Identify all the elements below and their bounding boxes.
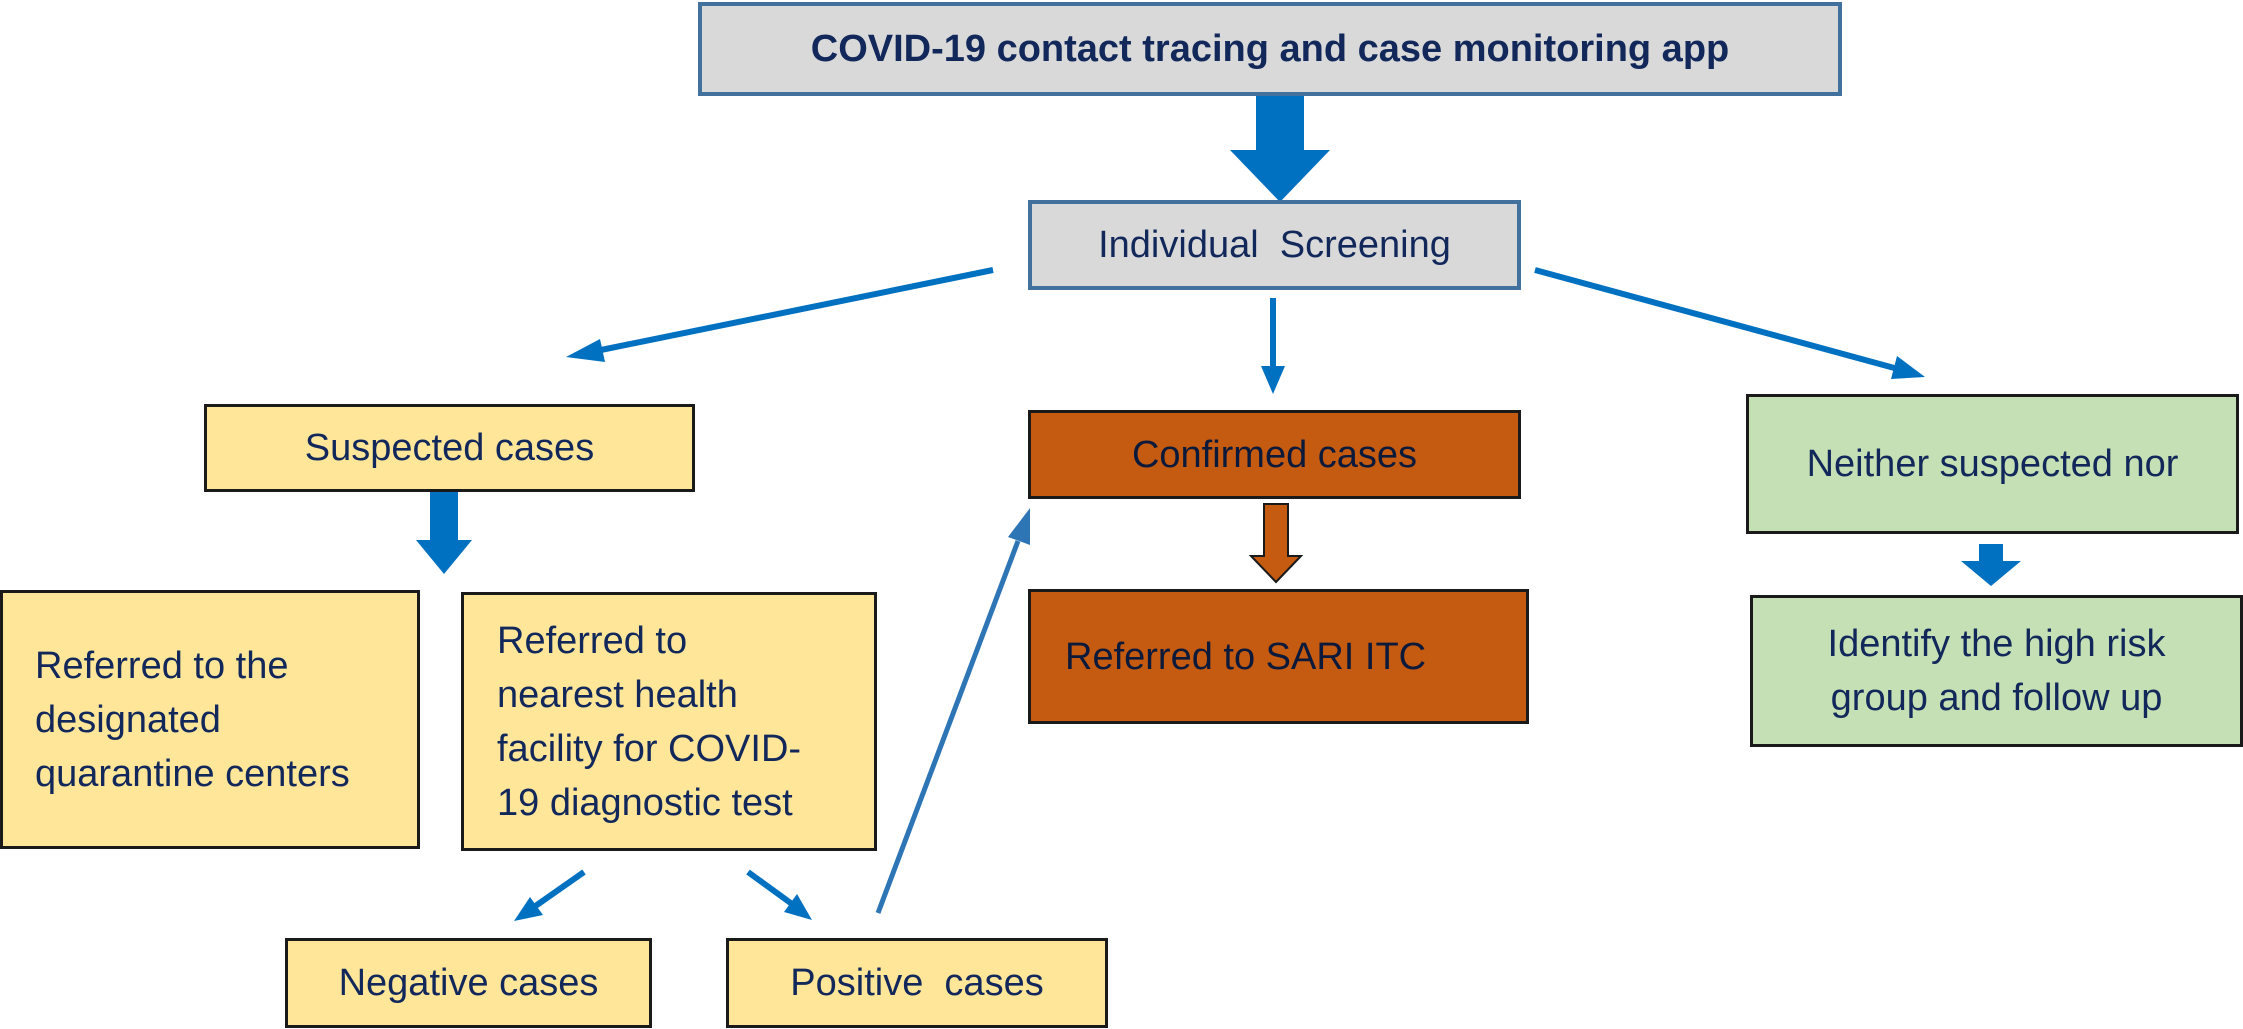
node-screening-label: Individual Screening — [1098, 224, 1451, 266]
quarantine-line: Referred to the — [35, 644, 289, 687]
node-confirmed-label: Confirmed cases — [1131, 433, 1418, 476]
arrow-app-to-screening — [1230, 96, 1330, 202]
node-health-facility-text: Referred to nearest health facility for … — [497, 614, 801, 830]
arrowhead-to-positive — [784, 894, 812, 920]
node-neither: Neither suspected nor — [1746, 394, 2239, 534]
health-facility-line: facility for COVID- — [497, 727, 802, 770]
health-facility-line: Referred to — [497, 619, 688, 662]
node-high-risk: Identify the high risk group and follow … — [1750, 595, 2243, 747]
arrowhead-screening-to-suspected — [566, 339, 605, 362]
node-screening: Individual Screening — [1028, 200, 1521, 290]
node-positive: Positive cases — [726, 938, 1108, 1028]
arrowhead-to-negative — [514, 897, 543, 921]
arrow-screening-to-neither — [1534, 267, 1899, 372]
node-app: COVID-19 contact tracing and case monito… — [698, 2, 1842, 96]
arrow-to-positive — [746, 869, 794, 907]
health-facility-line: 19 diagnostic test — [497, 781, 793, 824]
arrow-neither-down — [1961, 544, 2021, 586]
quarantine-line: quarantine centers — [35, 752, 350, 795]
node-confirmed: Confirmed cases — [1028, 410, 1521, 499]
node-high-risk-text: Identify the high risk group and follow … — [1828, 617, 2166, 725]
arrow-suspected-down — [416, 492, 472, 574]
node-app-label: COVID-19 contact tracing and case monito… — [810, 27, 1730, 70]
high-risk-line: Identify the high risk — [1827, 623, 2166, 665]
high-risk-line: group and follow up — [1830, 677, 2163, 719]
arrow-screening-to-suspected — [595, 267, 994, 354]
node-negative: Negative cases — [285, 938, 652, 1028]
quarantine-line: designated — [35, 698, 221, 741]
node-suspected: Suspected cases — [204, 404, 695, 492]
node-quarantine-text: Referred to the designated quarantine ce… — [35, 639, 350, 801]
node-quarantine: Referred to the designated quarantine ce… — [0, 590, 420, 849]
arrow-positive-to-confirmed — [875, 540, 1021, 914]
node-neither-label: Neither suspected nor — [1806, 443, 2179, 485]
node-positive-label: Positive cases — [790, 962, 1044, 1004]
arrowhead-screening-to-neither — [1891, 356, 1925, 379]
arrow-confirmed-down — [1248, 503, 1304, 584]
arrowhead-positive-to-confirmed — [1008, 508, 1030, 545]
arrowhead-screening-to-confirmed — [1261, 366, 1285, 394]
node-negative-label: Negative cases — [338, 962, 599, 1004]
node-sari: Referred to SARI ITC — [1028, 589, 1529, 724]
node-sari-label: Referred to SARI ITC — [1065, 635, 1427, 678]
node-health-facility: Referred to nearest health facility for … — [461, 592, 877, 851]
node-suspected-label: Suspected cases — [304, 427, 595, 469]
health-facility-line: nearest health — [497, 673, 738, 716]
arrow-to-negative — [532, 869, 586, 910]
